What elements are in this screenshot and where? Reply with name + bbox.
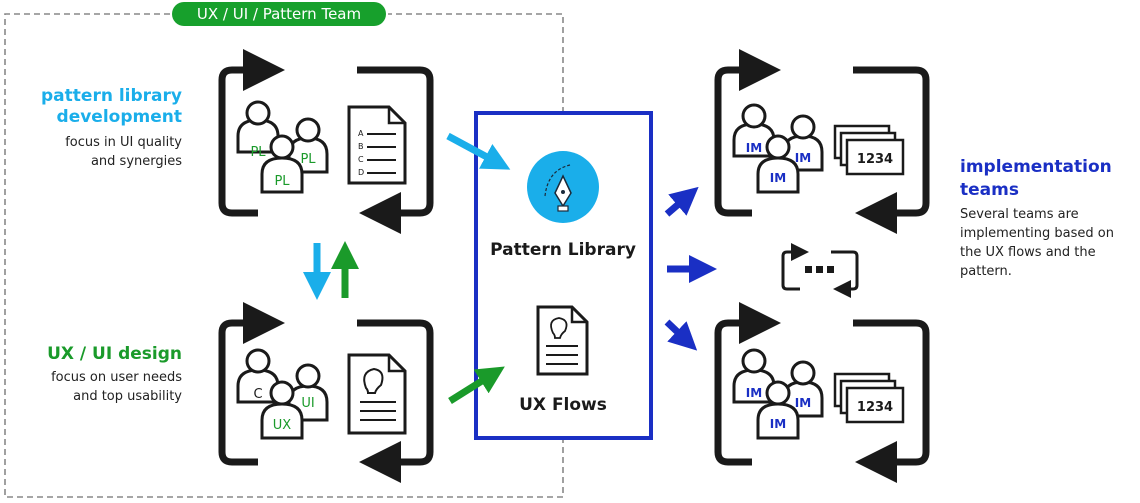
cycle-ux-design: [218, 302, 434, 483]
ux-flows-label: UX Flows: [519, 395, 607, 415]
implementation-description: Several teams are implementing based on …: [960, 205, 1114, 281]
screens-icon-bottom: 1234: [833, 372, 905, 424]
person-tag: IM: [770, 171, 786, 185]
arrow-blue-down: [664, 319, 698, 351]
team-badge: UX / UI / Pattern Team: [172, 2, 386, 26]
cycle-implementation-top: [714, 49, 930, 234]
person-tag: PL: [274, 174, 290, 189]
ux-design-desc-line: focus on user needs: [51, 370, 182, 385]
screens-icon-top: 1234: [833, 124, 905, 176]
ux-flows-document-icon: [536, 305, 589, 376]
ux-design-description: focus on user needs and top usability: [51, 368, 182, 406]
implementation-desc-line: implementing based on: [960, 226, 1114, 241]
pattern-dev-title: pattern library development: [41, 86, 182, 128]
implementation-desc-line: the UX flows and the: [960, 245, 1096, 260]
pattern-dev-title-line: development: [56, 107, 182, 127]
pattern-dev-description: focus in UI quality and synergies: [65, 133, 182, 171]
team-icon-ux-design: C UI UX: [236, 348, 329, 440]
screen-number: 1234: [857, 152, 893, 167]
arrow-blue-up: [664, 186, 699, 217]
person-tag: IM: [795, 151, 811, 165]
implementation-title-line: teams: [960, 180, 1019, 200]
person-tag: C: [253, 387, 262, 402]
ux-design-desc-line: and top usability: [73, 389, 182, 404]
implementation-desc-line: Several teams are: [960, 207, 1079, 222]
team-icon-pattern-dev: PL PL PL: [236, 100, 329, 194]
pattern-dev-desc-line: focus in UI quality: [65, 135, 182, 150]
person-tag: PL: [300, 152, 316, 167]
ux-design-title: UX / UI design: [47, 344, 182, 364]
more-teams-icon: [781, 243, 859, 298]
team-icon-implementation-bottom: IM IM IM: [732, 348, 824, 440]
implementation-desc-line: pattern.: [960, 264, 1012, 279]
document-icon-abcd: A B C D: [347, 105, 407, 185]
doc-letter: A: [358, 129, 364, 138]
arrow-cyan-to-center: [446, 132, 511, 170]
person-tag: IM: [770, 417, 786, 431]
cycle-implementation-bottom: [714, 302, 930, 483]
person-tag: IM: [746, 386, 762, 400]
team-icon-implementation-top: IM IM IM: [732, 103, 824, 194]
doc-letter: B: [358, 142, 364, 151]
person-tag: UI: [301, 396, 314, 411]
implementation-title: implementation teams: [960, 156, 1112, 202]
arrow-green-to-center: [448, 366, 505, 404]
pattern-dev-title-line: pattern library: [41, 86, 182, 106]
person-tag: UX: [273, 418, 292, 433]
screen-number: 1234: [857, 400, 893, 415]
person-tag: IM: [795, 396, 811, 410]
cycle-pattern-dev: [218, 49, 434, 234]
pen-tool-icon: [527, 151, 599, 223]
pattern-library-label: Pattern Library: [490, 240, 636, 260]
person-tag: PL: [250, 145, 266, 160]
implementation-title-line: implementation: [960, 157, 1112, 177]
doc-letter: C: [358, 155, 364, 164]
document-icon-idea: [347, 353, 407, 435]
person-tag: IM: [746, 141, 762, 155]
doc-letter: D: [358, 168, 364, 177]
pattern-dev-desc-line: and synergies: [90, 154, 182, 169]
